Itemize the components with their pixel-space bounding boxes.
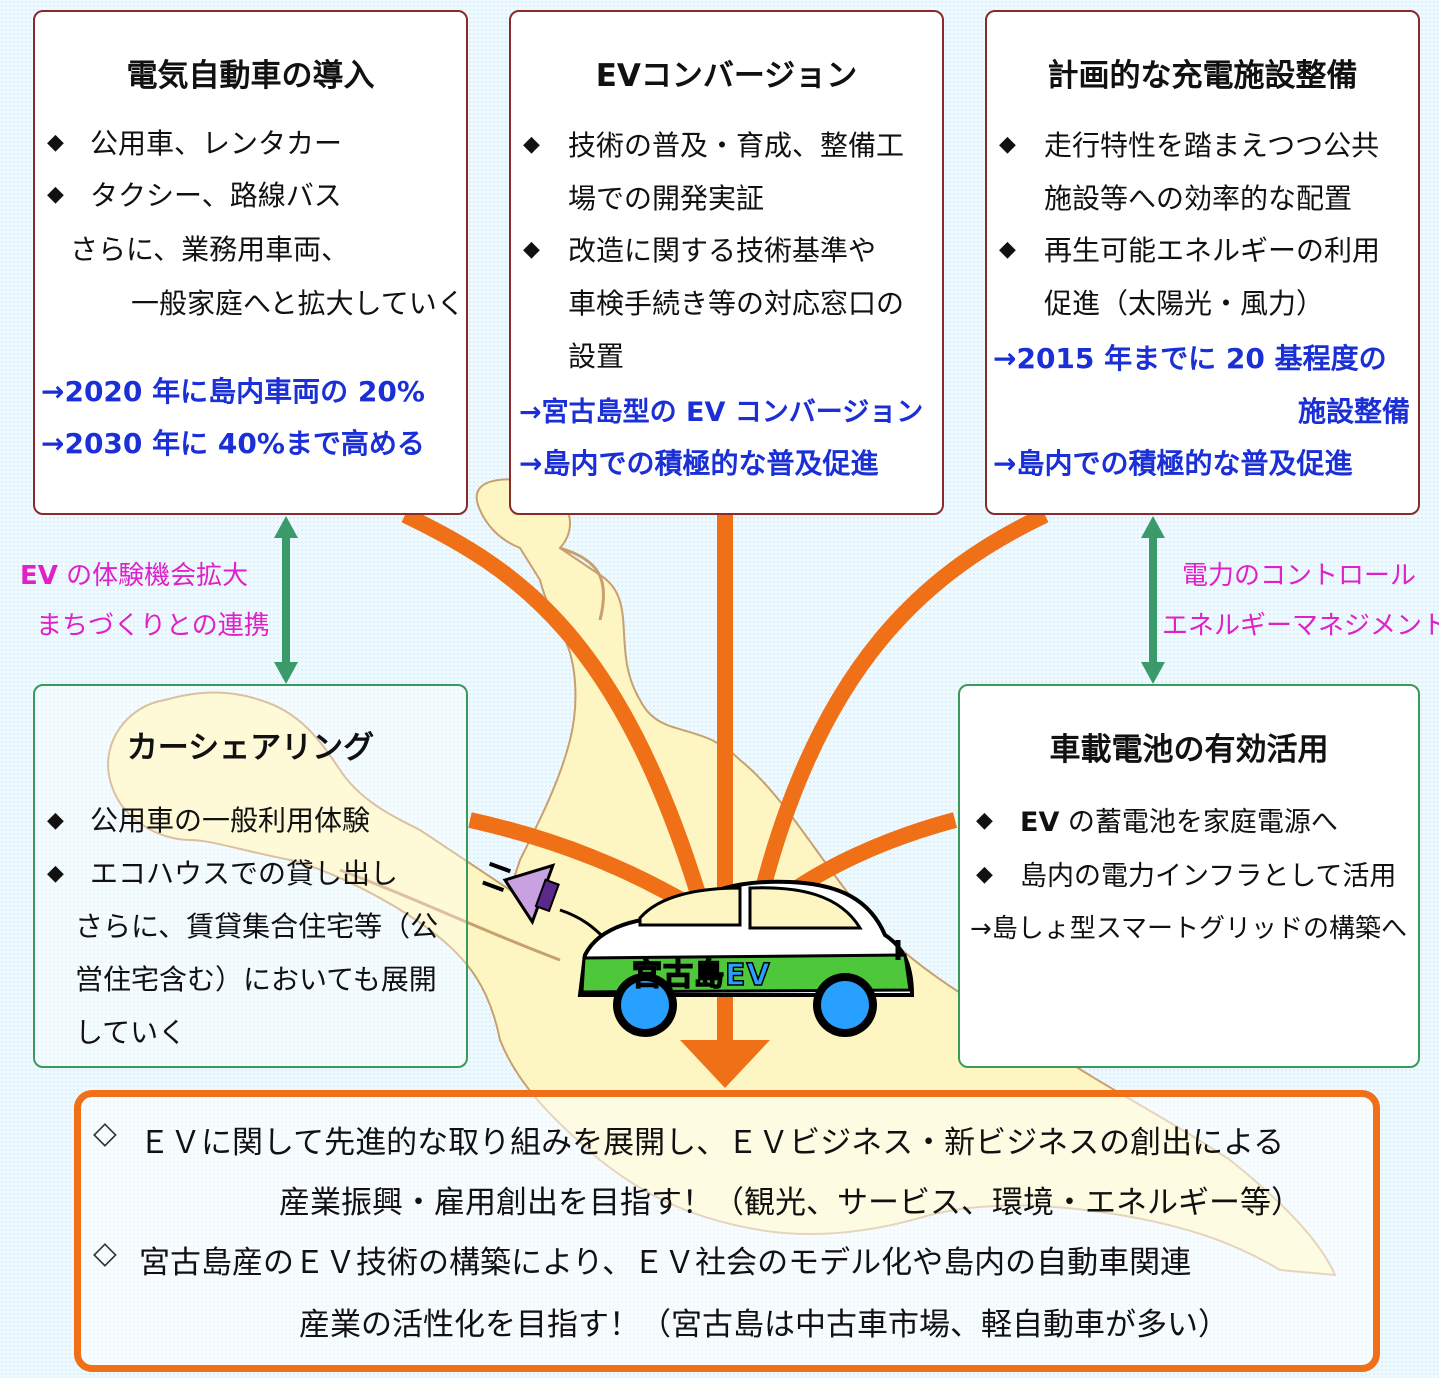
bullet-text: エコハウスでの貸し出し xyxy=(90,857,399,890)
bullet-text: 再生可能エネルギーの利用 xyxy=(1044,234,1381,267)
hollow-diamond-icon: ◇ xyxy=(93,1115,117,1151)
box-title: 車載電池の有効活用 xyxy=(1049,732,1329,768)
diamond-bullet-icon: ◆ xyxy=(47,861,64,886)
diamond-bullet-icon: ◆ xyxy=(999,237,1016,262)
bullet-text: 設置 xyxy=(568,340,625,373)
bullet-text: 島内の電力インフラとして活用 xyxy=(1020,861,1397,892)
bullet-text-bold: EV xyxy=(1020,807,1060,838)
text-line: 一般家庭へと拡大していく xyxy=(131,287,465,320)
goal-1-line-1: ＥＶに関して先進的な取り組みを展開し、ＥＶビジネス・新ビジネスの創出による xyxy=(139,1125,1285,1161)
side-label-bold: EV xyxy=(20,561,58,591)
target-line: 施設整備 xyxy=(1297,395,1410,428)
bullet-text: 改造に関する技術基準や xyxy=(568,234,877,267)
box-title: EVコンバージョン xyxy=(595,58,858,94)
diamond-bullet-icon: ◆ xyxy=(47,808,64,833)
side-label-right-1: 電力のコントロール xyxy=(1182,561,1417,591)
side-label-left-2: まちづくりとの連携 xyxy=(36,611,270,641)
diamond-bullet-icon: ◆ xyxy=(523,132,540,157)
goal-1-line-2: 産業振興・雇用創出を目指す！（観光、サービス、環境・エネルギー等） xyxy=(279,1185,1302,1221)
bullet-text: 公用車、レンタカー xyxy=(90,127,343,160)
island-line xyxy=(339,868,561,962)
target-line: →島内での積極的な普及促進 xyxy=(519,447,879,480)
diamond-bullet-icon: ◆ xyxy=(976,808,993,833)
goal-2-line-1: 宮古島産のＥＶ技術の構築により、ＥＶ社会のモデル化や島内の自動車関連 xyxy=(139,1245,1192,1281)
bullet-text: 技術の普及・育成、整備工 xyxy=(568,129,905,162)
bullet-text: 施設等への効率的な配置 xyxy=(1044,182,1353,215)
bullet-text: 走行特性を踏まえつつ公共 xyxy=(1044,129,1380,162)
green-connectors xyxy=(274,516,1165,684)
box-battery-utilization: 車載電池の有効活用 ◆ EV の蓄電池を家庭電源へ ◆ 島内の電力インフラとして… xyxy=(958,684,1420,1068)
target-line: →2015 年までに 20 基程度の xyxy=(993,342,1387,375)
text-line: 営住宅含む）においても展開 xyxy=(75,963,437,996)
side-label-left-1: EV の体験機会拡大 xyxy=(20,555,248,592)
box-charging-facilities: 計画的な充電施設整備 ◆ 走行特性を踏まえつつ公共 施設等への効率的な配置 ◆ … xyxy=(985,10,1420,515)
car-label: 宮古島EV xyxy=(631,957,771,994)
target-line: →宮古島型の EV コンバージョン xyxy=(519,397,924,428)
bullet-text: タクシー、路線バス xyxy=(90,179,342,212)
diamond-bullet-icon: ◆ xyxy=(523,237,540,262)
target-line: →島内での積極的な普及促進 xyxy=(993,447,1353,480)
down-arrow-head xyxy=(680,1040,770,1088)
goal-box: ◇ ＥＶに関して先進的な取り組みを展開し、ＥＶビジネス・新ビジネスの創出による … xyxy=(74,1090,1380,1372)
box-title: カーシェアリング xyxy=(126,730,375,766)
box-car-sharing: カーシェアリング ◆ 公用車の一般利用体験 ◆ エコハウスでの貸し出し さらに、… xyxy=(33,684,468,1068)
bullet-text-rest: の蓄電池を家庭電源へ xyxy=(1059,807,1338,838)
side-label-text: の体験機会拡大 xyxy=(57,561,249,591)
diamond-bullet-icon: ◆ xyxy=(976,862,993,887)
bullet-text: EV の蓄電池を家庭電源へ xyxy=(1020,800,1338,839)
bullet-text: 公用車の一般利用体験 xyxy=(90,804,371,837)
box-ev-introduction: 電気自動車の導入 ◆ 公用車、レンタカー ◆ タクシー、路線バス さらに、業務用… xyxy=(33,10,468,515)
diamond-bullet-icon: ◆ xyxy=(999,132,1016,157)
text-line: さらに、業務用車両、 xyxy=(70,233,350,266)
goal-2-line-2: 産業の活性化を目指す！（宮古島は中古車市場、軽自動車が多い） xyxy=(299,1307,1229,1343)
car-illustration xyxy=(577,879,915,1037)
text-line: していく xyxy=(75,1016,187,1049)
diamond-bullet-icon: ◆ xyxy=(47,182,64,207)
box-ev-conversion: EVコンバージョン ◆ 技術の普及・育成、整備工 場での開発実証 ◆ 改造に関す… xyxy=(509,10,944,515)
target-line: →2020 年に島内車両の 20% xyxy=(41,375,425,408)
target-line: →2030 年に 40%まで高める xyxy=(41,427,425,460)
side-label-right-2: エネルギーマネジメント xyxy=(1162,611,1439,641)
diamond-bullet-icon: ◆ xyxy=(47,130,64,155)
text-line: さらに、賃貸集合住宅等（公 xyxy=(75,910,439,943)
bullet-text: 車検手続き等の対応窓口の xyxy=(568,287,905,320)
text-line: →島しょ型スマートグリッドの構築へ xyxy=(970,914,1408,944)
bullet-text: 促進（太陽光・風力） xyxy=(1044,287,1325,320)
box-title: 計画的な充電施設整備 xyxy=(1047,58,1358,94)
hollow-diamond-icon: ◇ xyxy=(93,1235,117,1271)
box-title: 電気自動車の導入 xyxy=(126,58,375,94)
bullet-text: 場での開発実証 xyxy=(568,182,765,215)
plug-cord xyxy=(559,546,606,621)
plug-icon xyxy=(482,861,560,926)
